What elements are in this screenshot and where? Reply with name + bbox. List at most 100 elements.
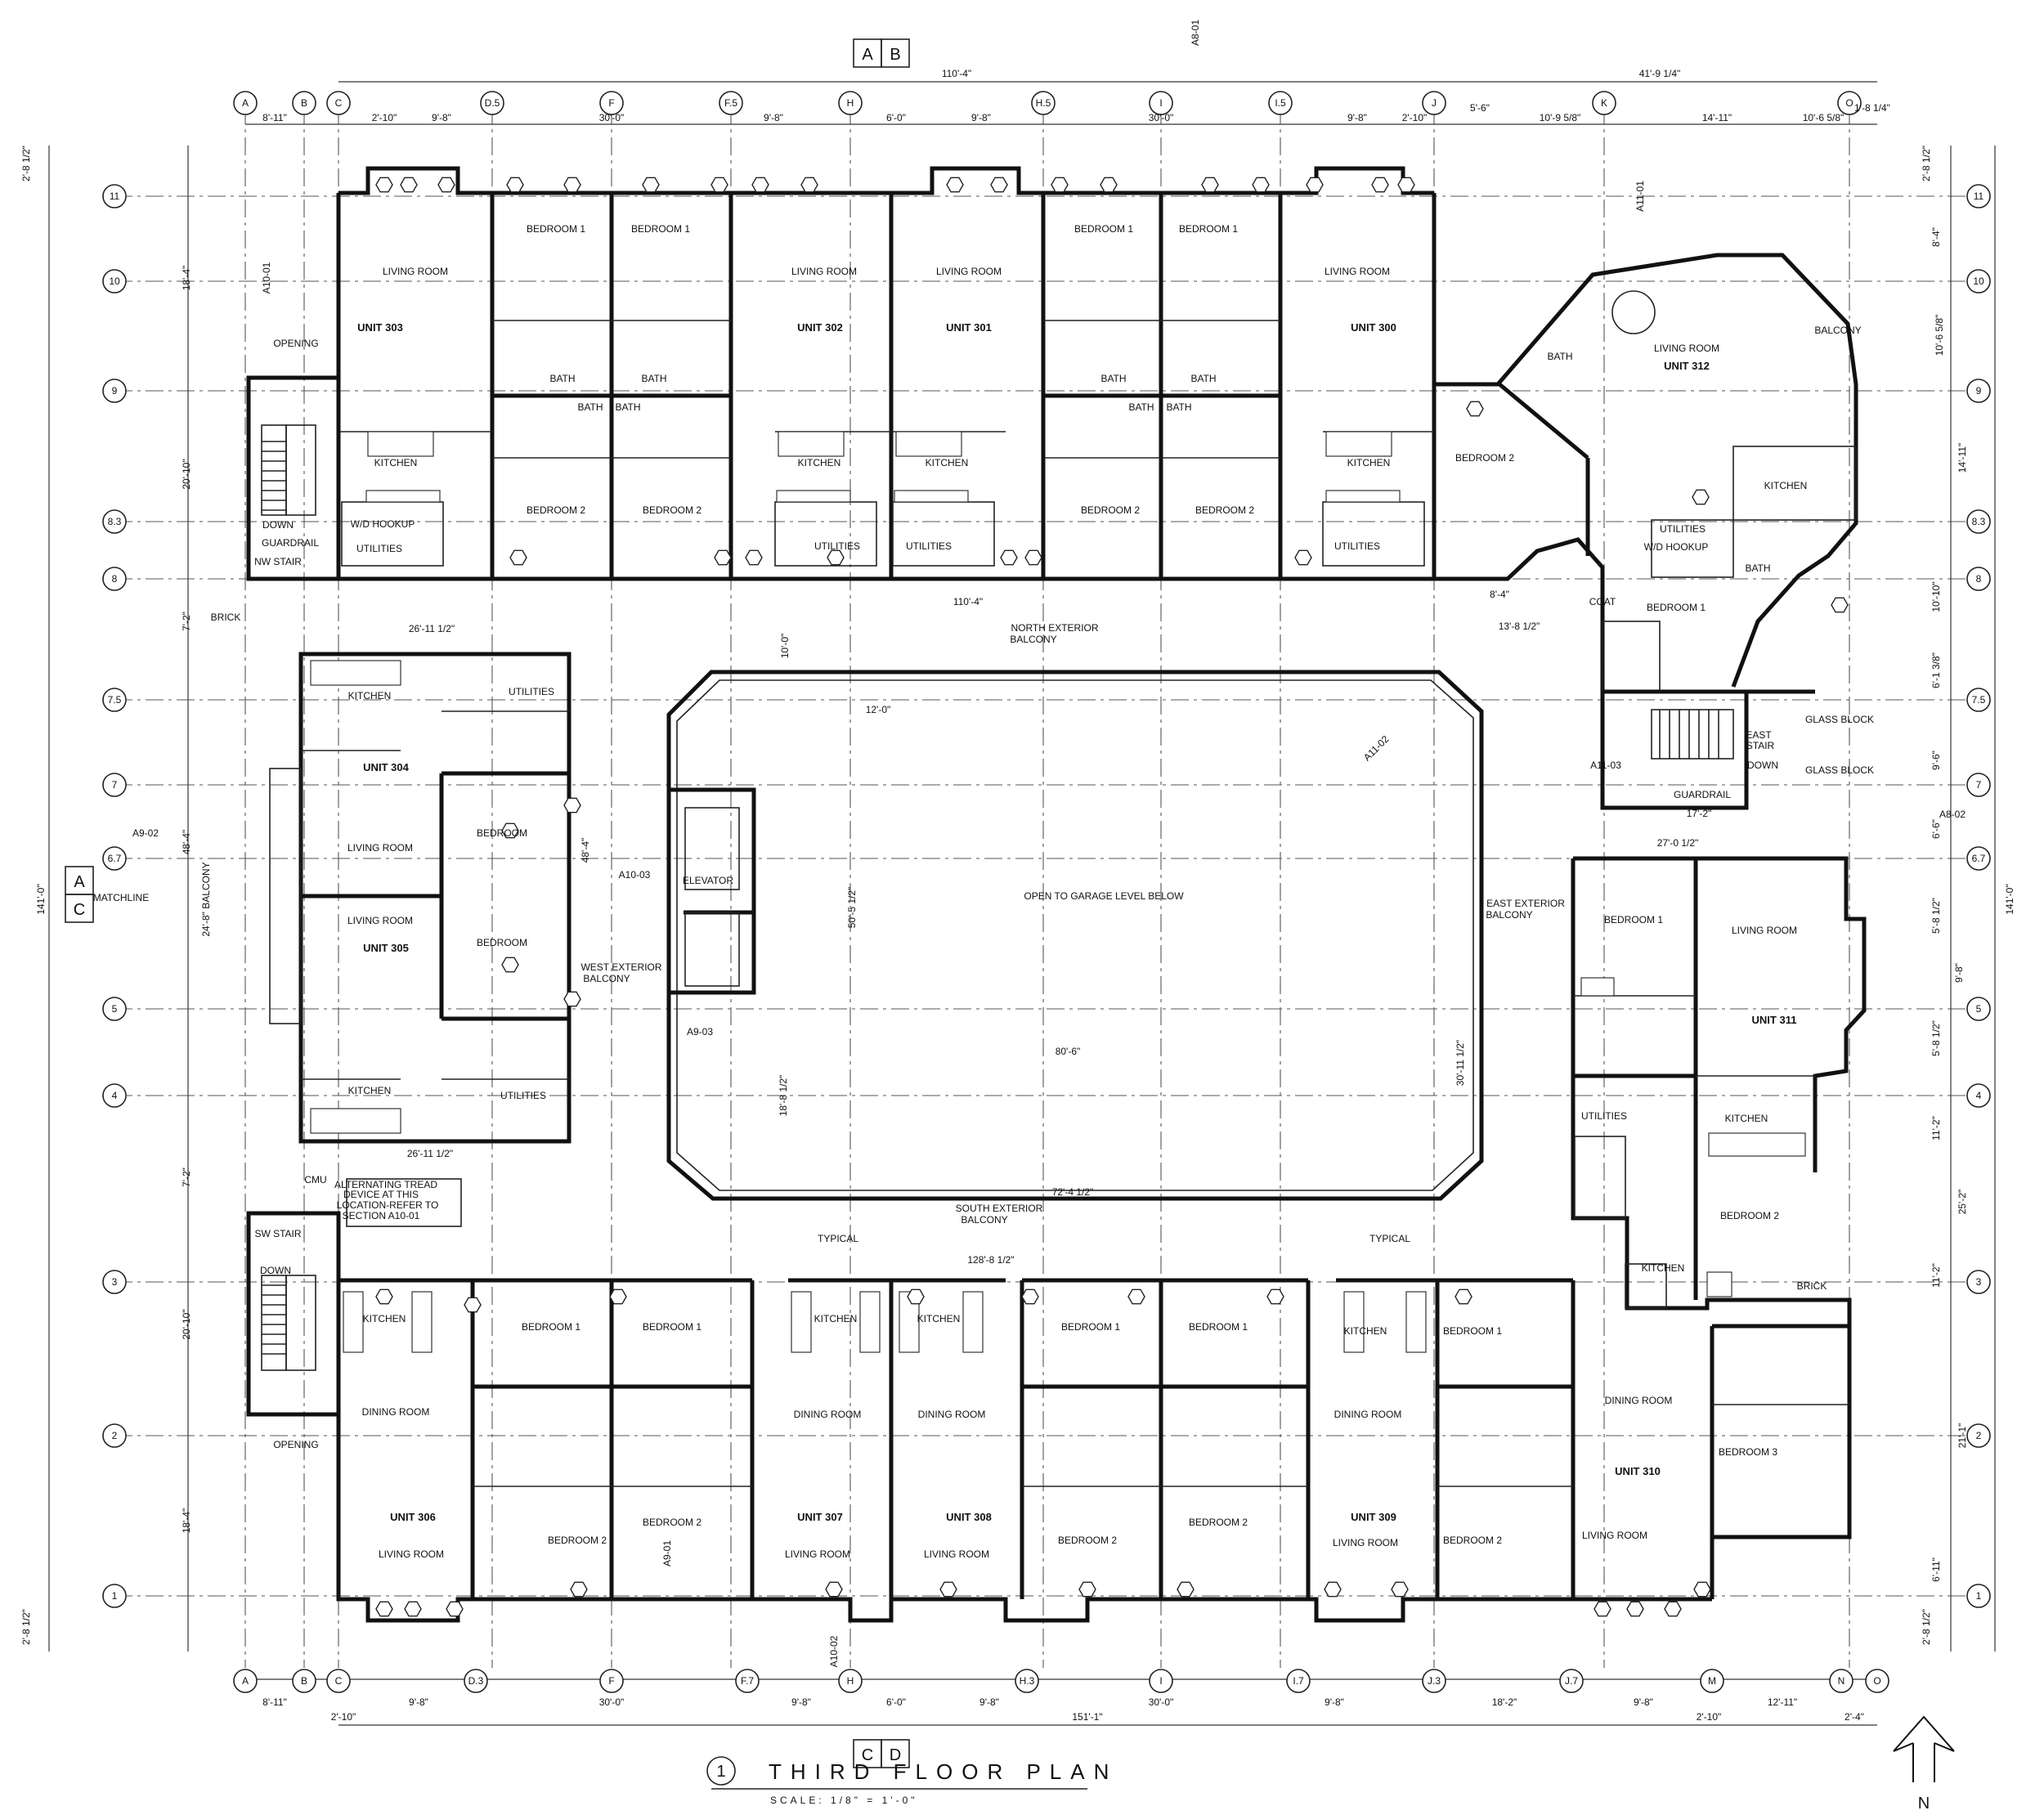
plan-annotation: BALCONY [1814,325,1861,336]
room-label: KITCHEN [374,457,418,468]
room-label: BEDROOM 2 [1058,1535,1117,1546]
grid-bubble [1966,1584,1991,1608]
grid-bubble [1966,997,1991,1021]
tag-hexagon [509,549,527,566]
unit-311-walls [1571,856,1867,1172]
interior-dimension: 50'-5 1/2" [846,887,858,929]
interior-dimension: 110'-4" [953,596,983,607]
grid-bubble [1829,1669,1853,1693]
interior-dimension: 26'-11 1/2" [407,1148,453,1159]
tag-hexagon [751,177,769,193]
grid-bubble [1286,1669,1311,1693]
unit-label: UNIT 301 [946,321,992,334]
grid-bubble [1149,91,1173,115]
room-label: BEDROOM 1 [1604,914,1663,925]
room-label: BEDROOM 1 [522,1321,580,1333]
interior-dimension: 72'-4 1/2" [1052,1186,1094,1198]
unit-label: UNIT 311 [1752,1014,1797,1026]
tag-hexagon [800,177,818,193]
tag-hexagon [714,549,732,566]
tag-hexagon [1306,177,1324,193]
plan-annotation: NORTH EXTERIOR [1011,622,1098,634]
right-dimension: 141'-0" [2004,884,2015,914]
right-dimension: 6'-11" [1930,1557,1942,1582]
right-dimension: 2'-8 1/2" [1921,146,1932,182]
tag-hexagon [506,177,524,193]
plan-annotation: STAIR [1746,740,1775,751]
north-label: N [1918,1795,1930,1813]
east-stair [1600,689,1749,810]
tag-hexagon [1626,1601,1644,1617]
room-label: BEDROOM [477,937,527,948]
grid-bubble [599,91,624,115]
grid-bubble-label: F.5 [724,97,737,109]
sheet-reference: A11-01 [1634,181,1646,212]
plan-annotation: WEST EXTERIOR [580,961,661,973]
room-label: LIVING ROOM [1654,343,1719,354]
interior-dimension: 26'-11 1/2" [409,623,455,634]
tag-hexagon [1391,1581,1409,1598]
grid-bubble [838,1669,863,1693]
grid-bubble [292,91,316,115]
right-dimension: 14'-11" [1957,443,1968,473]
grid-bubble [102,1270,127,1294]
top-dimension: 2'-10" [372,112,397,123]
right-dimension: 5'-8 1/2" [1930,898,1942,934]
grid-bubble-label: 9 [1976,385,1982,397]
grid-bubble-label: 2 [112,1430,118,1441]
tag-hexagon [990,177,1008,193]
bottom-dimension: 9'-8" [409,1696,428,1708]
grid-bubble-label: 7.5 [1972,694,1986,706]
room-label: KITCHEN [1344,1325,1387,1337]
grid-bubble [1700,1669,1724,1693]
room-label: BEDROOM 2 [643,1517,702,1528]
plan-annotation: DOWN [1747,760,1778,771]
grid-bubble [735,1669,760,1693]
tag-hexagon [1466,401,1484,417]
bottom-dimension: 12'-11" [1768,1696,1797,1708]
room-label: BATH [1745,562,1770,574]
grid-bubble [1966,773,1991,797]
grid-bubble-label: I [1159,1675,1162,1687]
top-dimension: 2'-10" [1402,112,1428,123]
room-label: BATH [1190,373,1216,384]
room-label: KITCHEN [917,1313,961,1324]
tag-hexagon [1078,1581,1096,1598]
tag-hexagon [570,1581,588,1598]
room-label: BEDROOM 2 [1081,504,1140,516]
grid-bubble [102,379,127,403]
top-dimension: 8'-11" [262,112,287,123]
room-label: LIVING ROOM [347,842,413,854]
grid-bubble [1031,91,1056,115]
grid-bubble-label: 11 [1974,190,1984,202]
room-label: UTILITIES [356,543,402,554]
grid-bubble-label: D.3 [468,1675,484,1687]
plan-annotation: W/D HOOKUP [351,518,415,530]
bottom-dimension: 2'-4" [1845,1711,1864,1723]
grid-bubble-label: D.5 [485,97,500,109]
room-label: BEDROOM 1 [631,223,690,235]
room-label: BATH [1100,373,1126,384]
top-dimension: 30'-0" [599,112,625,123]
plan-annotation: DOWN [262,519,294,531]
tag-hexagon [1692,489,1710,505]
right-dimension: 10'-10" [1930,581,1942,612]
tag-hexagon [375,1601,393,1617]
room-label: KITCHEN [348,690,392,701]
central-courtyard [666,670,1484,1201]
plan-annotation: BRICK [1797,1280,1827,1292]
right-dimension: 2'-8 1/2" [1921,1609,1932,1645]
tag-hexagon [1051,177,1069,193]
dimension-labels: 110'-4"41'-9 1/4"8'-11"2'-10"9'-8"30'-0"… [20,20,2015,1723]
section-tag-bottom-c: C [862,1746,873,1764]
room-label: BEDROOM 2 [1189,1517,1248,1528]
grid-bubble-label: I.7 [1293,1675,1304,1687]
sheet-reference: A10-03 [619,869,651,881]
tag-hexagon [642,177,660,193]
south-wing-walls [336,1278,1712,1623]
grid-bubble-label: 4 [1976,1090,1982,1101]
